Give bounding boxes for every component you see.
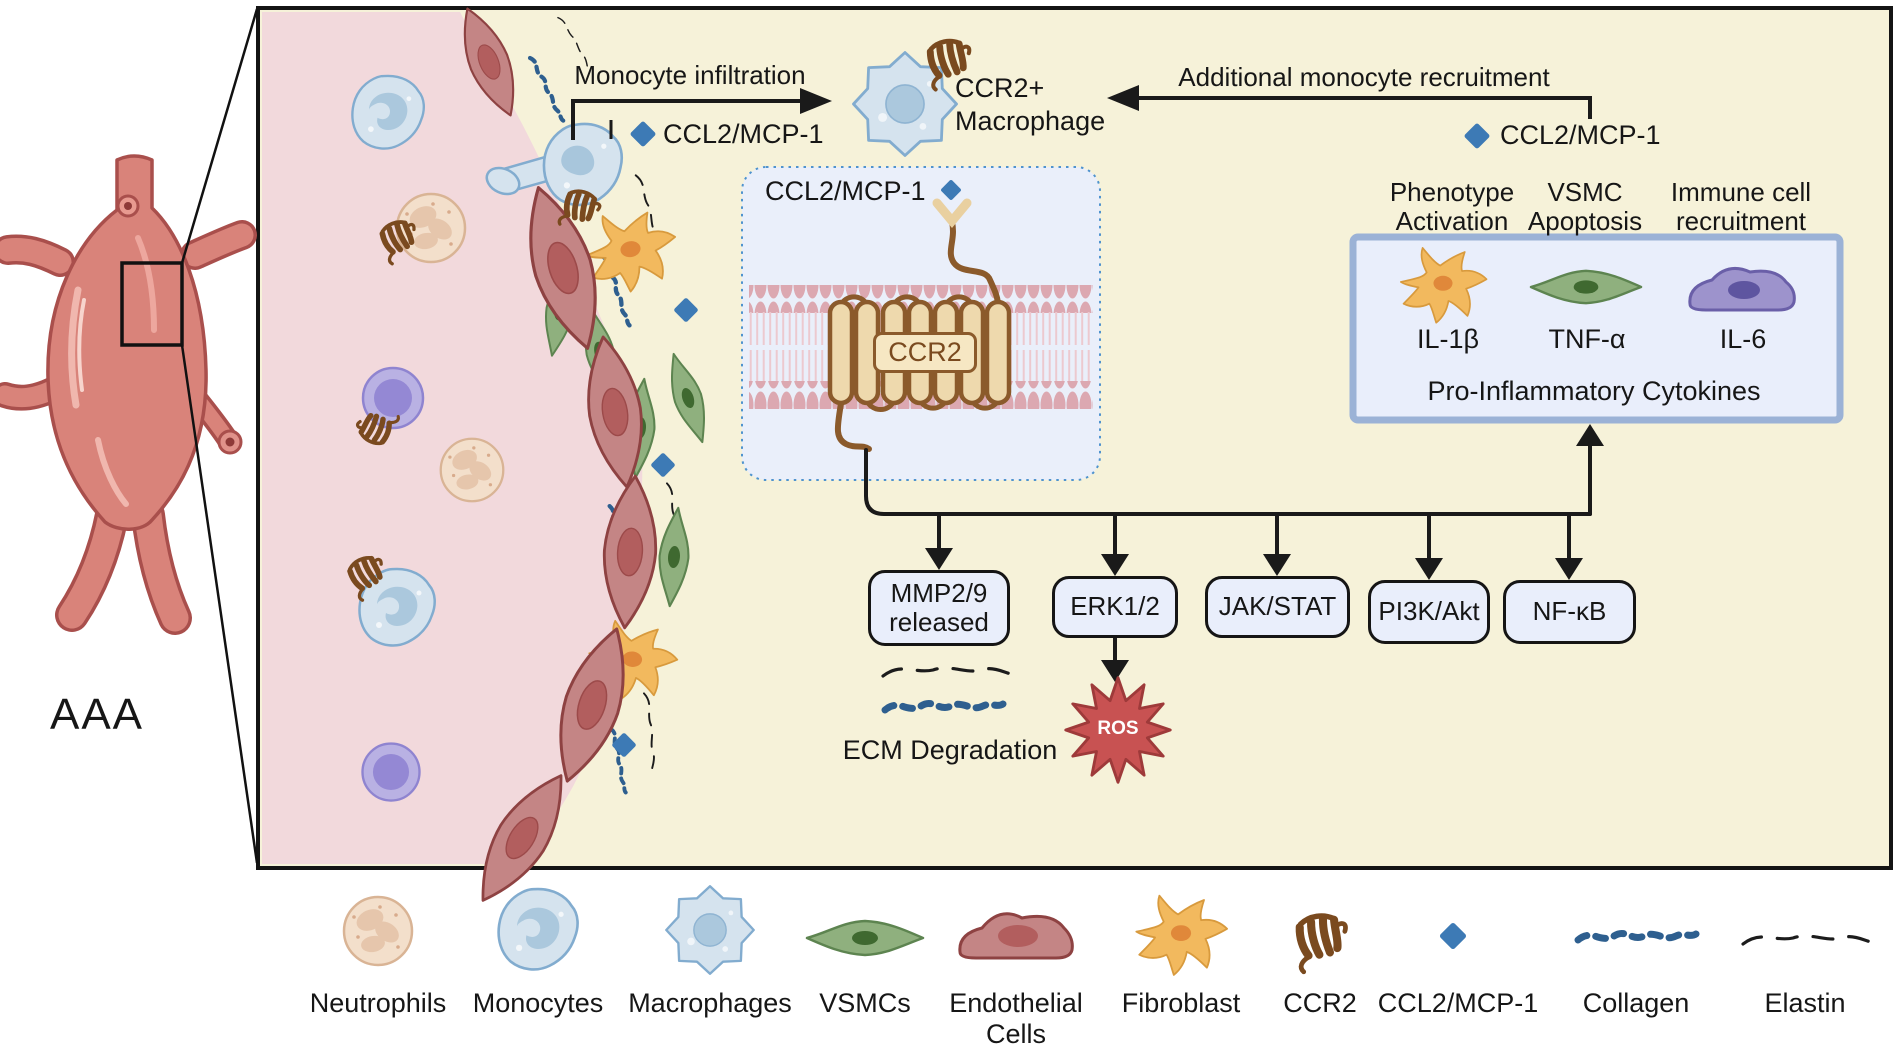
neutrophil-icon	[342, 895, 414, 967]
pathway-pi3kakt: PI3K/Akt	[1368, 580, 1490, 644]
monocyte-infiltration-label: Monocyte infiltration	[574, 60, 806, 90]
degraded-ecm	[881, 666, 1013, 710]
ccl2-diamond-left	[629, 120, 657, 148]
cytokine-tnfa-label: TNF-α	[1548, 324, 1626, 354]
ros-label: ROS	[1097, 718, 1139, 739]
receptor-membrane-box	[741, 166, 1101, 481]
fibroblast-icon	[1135, 894, 1228, 976]
pathway-nfkb: NF-κB	[1503, 580, 1636, 644]
vsmc-icon	[805, 919, 925, 957]
legend-icons	[342, 885, 1873, 976]
cytokine-box	[1349, 233, 1844, 424]
legend-macrophages: Macrophages	[628, 988, 792, 1018]
legend-elastin: Elastin	[1764, 988, 1846, 1018]
cytokine-il6-label: IL-6	[1719, 324, 1767, 354]
aorta-illustration	[0, 8, 259, 864]
ccr2-icon	[1291, 911, 1352, 972]
ecm-degradation-label: ECM Degradation	[842, 735, 1058, 765]
ccl2-diamond-icon	[1438, 921, 1468, 951]
lumen-neutrophil-2	[439, 437, 505, 503]
collagen-icon	[1578, 933, 1696, 940]
pathway-jakstat: JAK/STAT	[1205, 576, 1350, 638]
pro-inflammatory-caption: Pro-Inflammatory Cytokines	[1427, 376, 1761, 406]
ccl2-diamond-right	[1463, 122, 1491, 150]
lumen-monocyte-purple-2	[361, 742, 421, 802]
zoom-connector-bottom	[180, 344, 259, 864]
monocyte-infiltration-arrow	[571, 88, 832, 148]
elastin-icon	[1741, 934, 1873, 946]
legend-ccl2mcp1: CCL2/MCP-1	[1377, 988, 1539, 1018]
legend-fibroblast: Fibroblast	[1121, 988, 1241, 1018]
signal-arrowheads	[925, 424, 1604, 682]
aaa-title: AAA	[49, 690, 145, 739]
cytokine-il1b-label: IL-1β	[1416, 324, 1480, 354]
ros-starburst	[1064, 676, 1172, 784]
macrophage-icon	[665, 885, 755, 975]
ccr2-macrophage-label: CCR2+ Macrophage	[955, 73, 1106, 136]
legend-neutrophils: Neutrophils	[309, 988, 447, 1018]
additional-recruitment-label: Additional monocyte recruitment	[1178, 62, 1550, 92]
legend-collagen: Collagen	[1582, 988, 1690, 1018]
zoom-region-rect	[120, 261, 184, 347]
legend-monocytes: Monocytes	[472, 988, 604, 1018]
signal-routing	[864, 442, 1592, 664]
zoom-connector-top	[180, 8, 259, 264]
additional-recruitment-arrow	[1107, 85, 1592, 150]
pathway-erk12: ERK1/2	[1052, 576, 1178, 638]
ligand-label: CCL2/MCP-1	[765, 176, 926, 206]
ccl2-right-label: CCL2/MCP-1	[1500, 120, 1661, 150]
transmigrating-monocyte	[485, 117, 630, 231]
legend-vsmcs: VSMCs	[819, 988, 911, 1018]
legend-ccr2: CCR2	[1283, 988, 1357, 1018]
endothelial-cell-icon	[958, 912, 1074, 960]
ccr2-receptor-label: CCR2	[873, 332, 977, 373]
monocyte-icon	[499, 889, 578, 969]
ccl2-left-label: CCL2/MCP-1	[663, 119, 824, 149]
ligand-binding-site	[932, 198, 972, 229]
